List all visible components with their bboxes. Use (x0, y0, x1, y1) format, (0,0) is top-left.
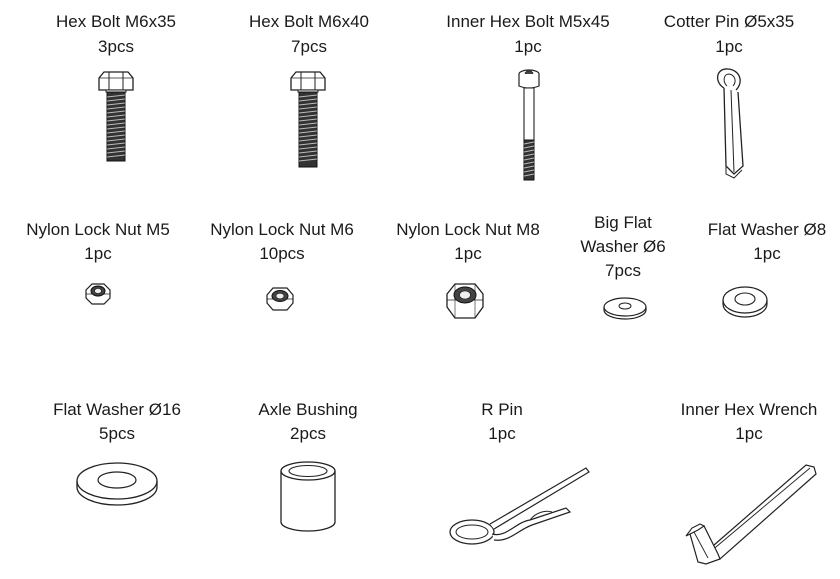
part-quantity: 2pcs (290, 424, 326, 443)
part-quantity: 5pcs (99, 424, 135, 443)
part-quantity: 1pc (488, 424, 516, 443)
part-name: Cotter Pin Ø5x35 (663, 12, 795, 31)
part-quantity: 1pc (454, 244, 482, 263)
part-quantity: 1pc (84, 244, 112, 263)
lock-nut-icon (84, 282, 112, 306)
hex-bolt-icon (96, 70, 136, 165)
part-name: Nylon Lock Nut M6 (210, 220, 354, 239)
lock-nut-icon (445, 282, 485, 320)
axle-bushing-icon (277, 460, 339, 534)
part-quantity: 7pcs (605, 261, 641, 280)
part-name: Axle Bushing (258, 400, 358, 419)
part-quantity: 1pc (715, 37, 743, 56)
part-name: Hex Bolt M6x35 (56, 12, 176, 31)
part-name: Flat Washer Ø16 (53, 400, 181, 419)
hex-bolt-icon (288, 70, 328, 170)
part-quantity: 1pc (753, 244, 781, 263)
part-quantity: 7pcs (291, 37, 327, 56)
r-pin-icon (446, 462, 592, 552)
flat-washer-icon (74, 460, 160, 508)
part-name: Nylon Lock Nut M5 (26, 220, 170, 239)
part-name: Inner Hex Wrench (680, 400, 818, 419)
flat-washer-icon (720, 285, 770, 321)
part-quantity: 1pc (735, 424, 763, 443)
part-quantity: 3pcs (98, 37, 134, 56)
part-name-line1: Big Flat (594, 213, 652, 232)
part-name: Nylon Lock Nut M8 (396, 220, 540, 239)
hex-wrench-icon (684, 460, 820, 570)
part-name: R Pin (481, 400, 523, 419)
cotter-pin-icon (712, 66, 757, 181)
part-name-line2: Washer Ø6 (580, 237, 666, 256)
part-quantity: 1pc (514, 37, 542, 56)
part-name: Flat Washer Ø8 (707, 220, 827, 239)
part-name: Hex Bolt M6x40 (249, 12, 369, 31)
flat-washer-icon (602, 295, 648, 321)
socket-head-bolt-icon (514, 68, 544, 183)
lock-nut-icon (265, 286, 295, 312)
part-name: Inner Hex Bolt M5x45 (446, 12, 610, 31)
part-quantity: 10pcs (259, 244, 305, 263)
